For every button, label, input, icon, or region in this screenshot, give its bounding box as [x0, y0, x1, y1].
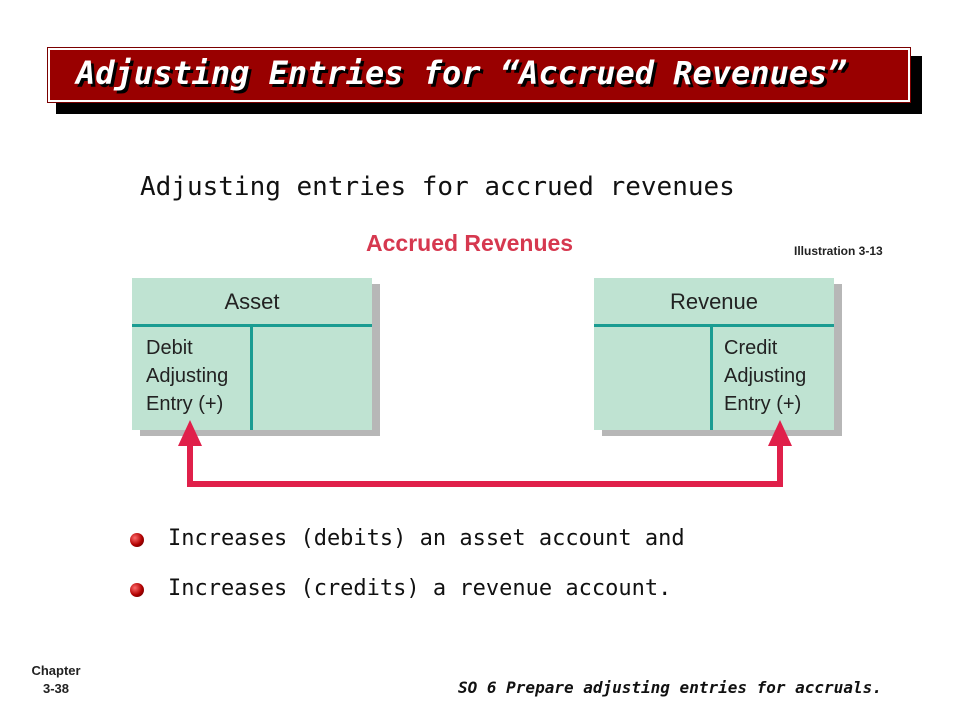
asset-debit-line-1: Debit [146, 337, 193, 359]
asset-debit-line-3: Entry (+) [146, 393, 224, 415]
revenue-credit-side: Credit Adjusting Entry (+) [724, 334, 806, 418]
asset-account-center-line [250, 324, 253, 430]
asset-account-header: Asset [224, 289, 280, 314]
study-objective: SO 6 Prepare adjusting entries for accru… [458, 678, 882, 697]
revenue-credit-line-1: Credit [724, 337, 778, 359]
slide-title: Adjusting Entries for “Accrued Revenues” [76, 54, 847, 92]
illustration-label: Illustration 3-13 [794, 244, 883, 258]
connector-path [187, 440, 783, 487]
revenue-account-divider [594, 324, 834, 327]
title-banner: Adjusting Entries for “Accrued Revenues” [47, 47, 911, 103]
asset-t-account: Asset Debit Adjusting Entry (+) [132, 278, 372, 430]
bullet-text-1: Increases (debits) an asset account and [168, 526, 685, 551]
bullet-dot-icon [130, 583, 144, 597]
revenue-account-center-line [710, 324, 713, 430]
revenue-credit-line-3: Entry (+) [724, 393, 802, 415]
revenue-account-header: Revenue [669, 289, 759, 314]
slide-subtitle: Adjusting entries for accrued revenues [140, 172, 735, 202]
diagram-title: Accrued Revenues [366, 230, 574, 256]
chapter-label: Chapter 3-38 [28, 662, 84, 698]
asset-arrowhead-icon [178, 420, 202, 446]
asset-debit-line-2: Adjusting [146, 365, 229, 387]
revenue-arrowhead-icon [768, 420, 792, 446]
chapter-label-line-1: Chapter [31, 663, 81, 678]
asset-debit-side: Debit Adjusting Entry (+) [146, 334, 228, 418]
revenue-credit-line-2: Adjusting [724, 365, 807, 387]
bullet-text-2: Increases (credits) a revenue account. [168, 576, 672, 601]
chapter-label-line-2: 3-38 [42, 681, 70, 696]
bullet-dot-icon [130, 533, 144, 547]
revenue-t-account: Revenue Credit Adjusting Entry (+) [594, 278, 834, 430]
